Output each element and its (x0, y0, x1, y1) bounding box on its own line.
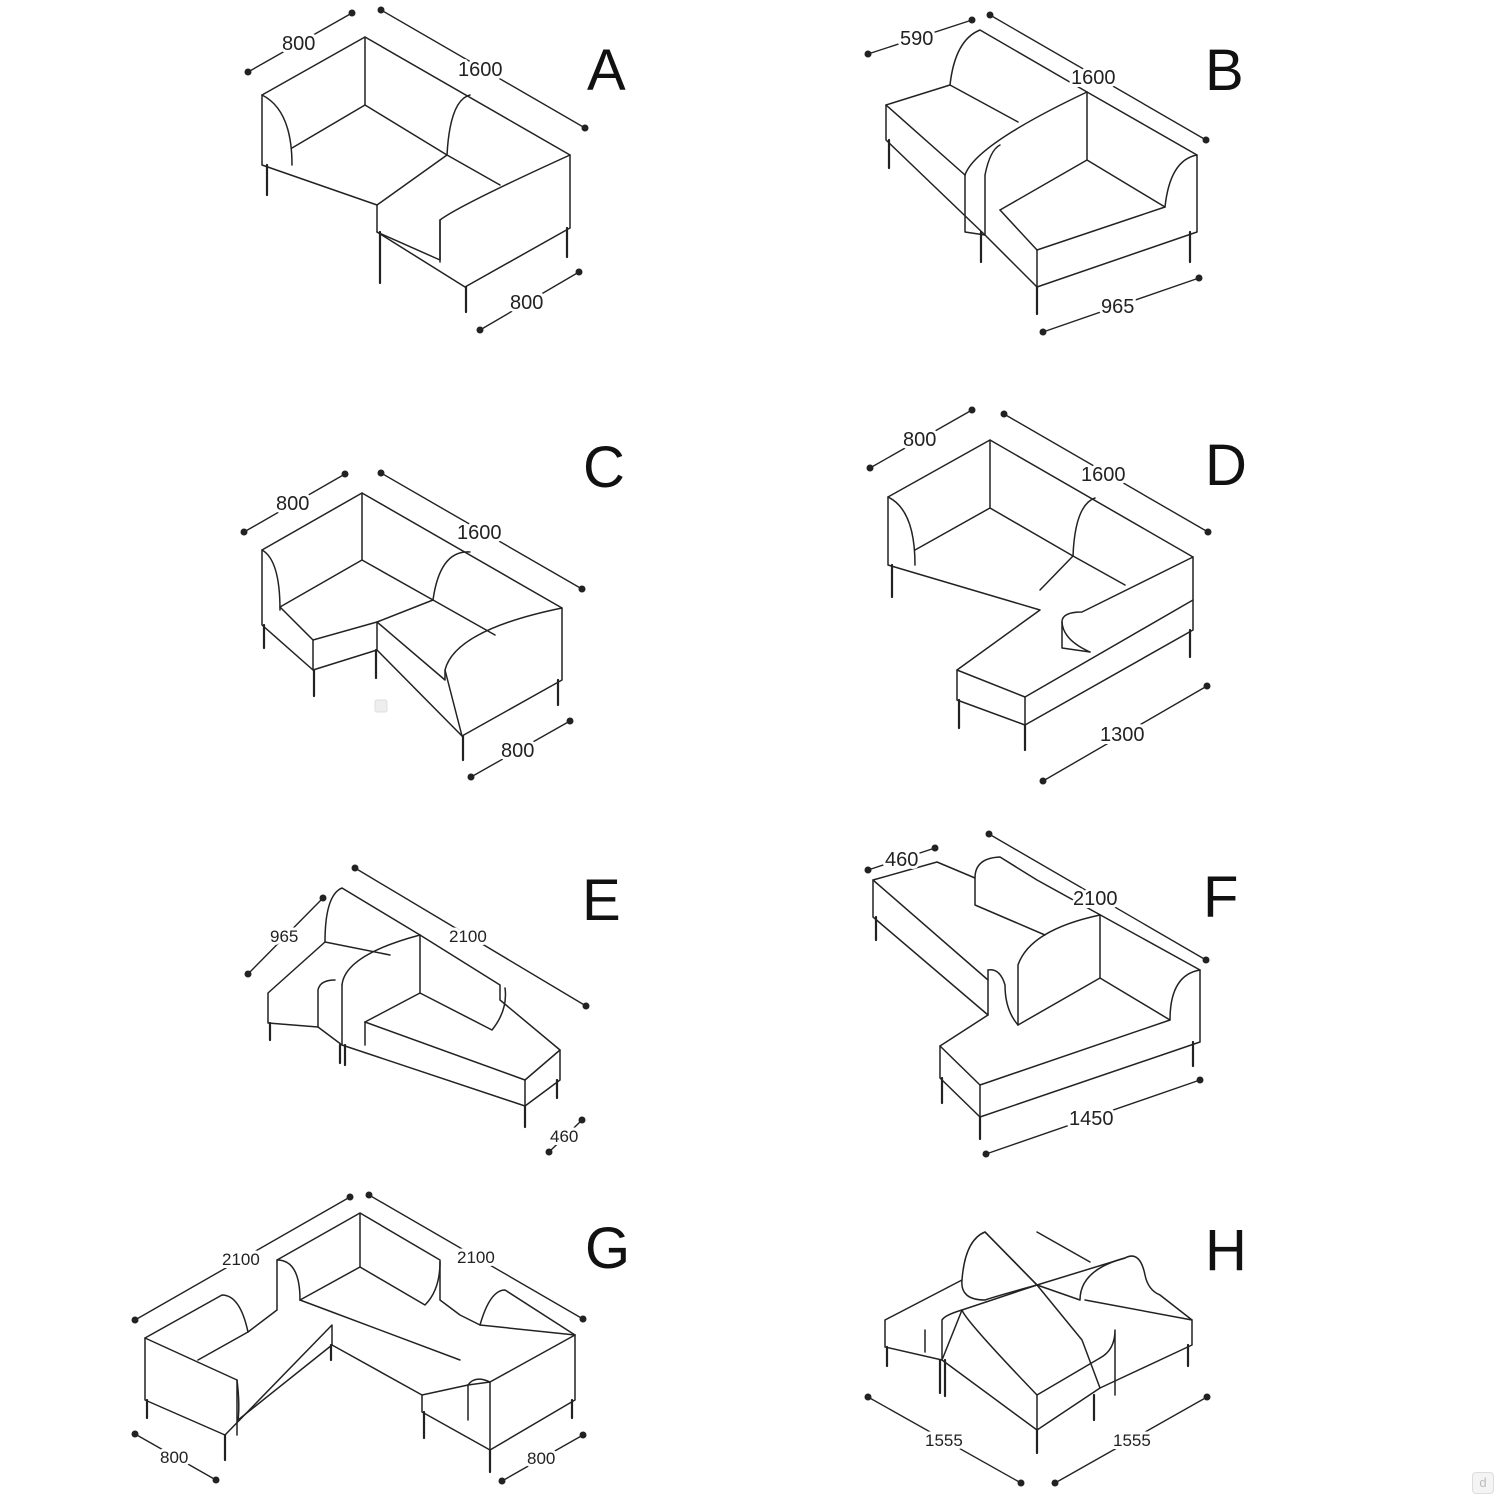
sofa-drawing-c (261, 492, 563, 762)
dimension-d-depth-left: 800 (866, 406, 976, 472)
panel-letter-f: F (1203, 865, 1238, 930)
svg-text:2100: 2100 (457, 1248, 495, 1267)
svg-text:800: 800 (510, 292, 543, 314)
svg-text:965: 965 (270, 927, 298, 946)
panel-e: E 965 2100 (244, 864, 621, 1156)
dimension-d-depth-right: 1300 (1039, 682, 1211, 785)
sofa-drawing-a (261, 36, 571, 314)
dimension-c-length: 1600 (377, 469, 586, 593)
panel-letter-a: A (587, 38, 626, 103)
sofa-drawing-b (885, 29, 1198, 316)
dimension-a-length: 1600 (377, 6, 589, 132)
svg-text:1300: 1300 (1100, 724, 1145, 746)
svg-text:1555: 1555 (925, 1431, 963, 1450)
dimension-d-length: 1600 (1000, 410, 1212, 536)
dimension-g-depth-left: 800 (131, 1430, 220, 1484)
dimension-c-depth-right: 800 (467, 717, 574, 781)
svg-text:800: 800 (527, 1449, 555, 1468)
dimension-h-width-right: 1555 (1051, 1393, 1211, 1487)
svg-text:1555: 1555 (1113, 1431, 1151, 1450)
svg-text:2100: 2100 (222, 1250, 260, 1269)
dimension-g-length-right: 2100 (365, 1191, 587, 1323)
dimension-a-depth-right: 800 (476, 268, 583, 334)
svg-text:590: 590 (900, 28, 933, 50)
svg-text:800: 800 (903, 429, 936, 451)
svg-text:1450: 1450 (1069, 1108, 1114, 1130)
dimension-e-depth-left: 965 (244, 894, 327, 978)
dimension-f-length: 2100 (985, 830, 1210, 964)
svg-text:1600: 1600 (1071, 67, 1116, 89)
svg-text:2100: 2100 (1073, 888, 1118, 910)
svg-text:1600: 1600 (458, 59, 503, 81)
sofa-drawing-g (144, 1212, 576, 1474)
svg-text:460: 460 (550, 1127, 578, 1146)
panel-b: B 590 1600 (864, 11, 1244, 336)
panel-letter-h: H (1205, 1218, 1247, 1283)
panel-f: F 460 2100 (864, 830, 1238, 1158)
watermark-logo: d (1472, 1472, 1494, 1494)
panel-letter-d: D (1205, 433, 1247, 498)
sofa-drawing-d (887, 439, 1194, 752)
svg-text:2100: 2100 (449, 927, 487, 946)
dimension-a-depth-left: 800 (244, 9, 356, 76)
small-gray-marker (374, 699, 388, 713)
sofa-drawing-e (267, 887, 561, 1129)
panel-d: D 800 1600 (866, 406, 1247, 785)
panel-c: C 800 1600 (240, 435, 625, 781)
panel-letter-c: C (583, 435, 625, 500)
sofa-drawing-h (884, 1231, 1193, 1455)
dimension-h-width-left: 1555 (864, 1393, 1025, 1487)
svg-text:800: 800 (276, 493, 309, 515)
dimension-f-depth-left: 460 (864, 844, 939, 874)
panel-h: H 1555 15 (864, 1218, 1247, 1487)
dimension-b-depth-right: 965 (1039, 274, 1203, 336)
panel-letter-g: G (585, 1216, 630, 1281)
svg-text:800: 800 (501, 740, 534, 762)
sofa-drawing-f (872, 856, 1201, 1141)
panel-letter-e: E (582, 868, 621, 933)
svg-text:1600: 1600 (1081, 464, 1126, 486)
svg-text:460: 460 (885, 849, 918, 871)
dimension-b-depth-left: 590 (864, 16, 976, 58)
panel-a: A 800 1600 800 (244, 6, 626, 334)
dimension-f-depth-right: 1450 (982, 1076, 1204, 1158)
dimension-c-depth-left: 800 (240, 470, 349, 536)
panel-letter-b: B (1205, 38, 1244, 103)
dimension-g-length-left: 2100 (131, 1193, 354, 1324)
svg-text:965: 965 (1101, 296, 1134, 318)
dimension-e-depth-right: 460 (545, 1116, 586, 1156)
svg-text:800: 800 (282, 33, 315, 55)
dimension-b-length: 1600 (986, 11, 1210, 144)
dimension-g-depth-right: 800 (498, 1431, 587, 1485)
svg-text:1600: 1600 (457, 522, 502, 544)
dimension-e-length: 2100 (351, 864, 590, 1010)
svg-text:800: 800 (160, 1448, 188, 1467)
panel-g: G 2100 (131, 1191, 630, 1485)
